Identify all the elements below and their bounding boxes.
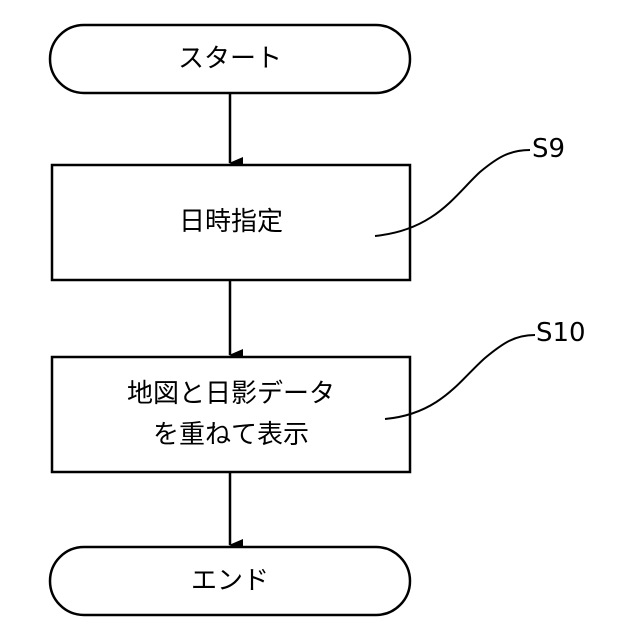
- step-s10-text-line1: 地図と日影データ: [52, 374, 410, 414]
- step-s10-text-line2: を重ねて表示: [52, 415, 410, 455]
- step-s9-text: 日時指定: [52, 202, 410, 242]
- end-label: エンド: [50, 561, 410, 601]
- start-label: スタート: [50, 39, 410, 79]
- step-id-s10: S10: [536, 318, 586, 348]
- step-id-s9: S9: [532, 134, 565, 164]
